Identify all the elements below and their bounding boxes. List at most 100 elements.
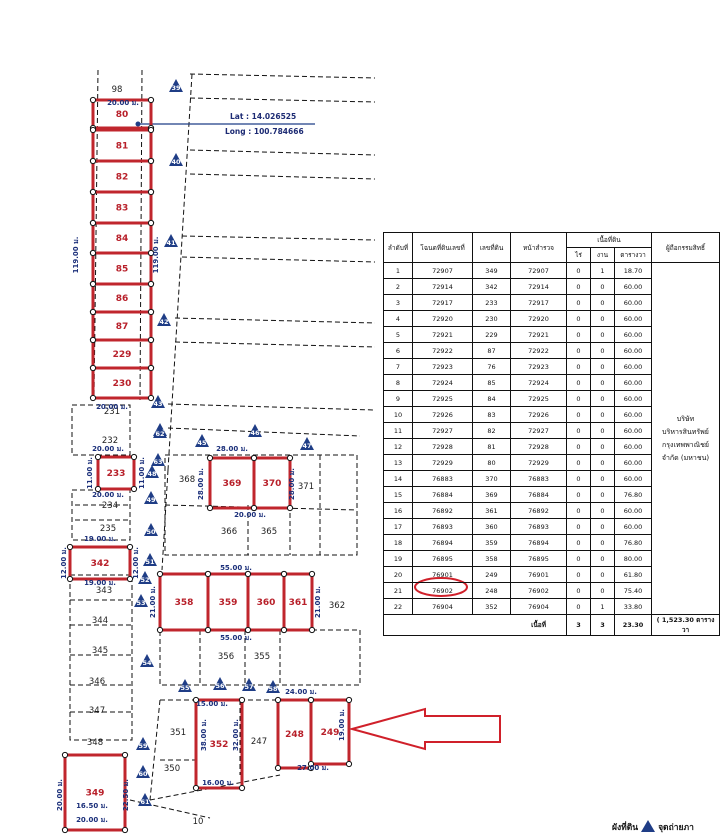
table-cell: 0 — [590, 486, 615, 503]
plot-corner-node — [250, 504, 258, 512]
other-plot-numbers: 9823123223423534334434534634734836837136… — [87, 85, 345, 827]
table-cell: 72926 — [412, 406, 473, 423]
table-cell: 75.40 — [614, 582, 652, 599]
plot-corner-node — [308, 626, 316, 634]
survey-markers: 3940414243444546474849505152535455565758… — [134, 79, 314, 806]
table-cell: 76883 — [510, 470, 567, 487]
plot-corner-node — [204, 626, 212, 634]
plot-number: 249 — [321, 728, 340, 738]
plot-corner-node — [345, 696, 353, 704]
dimension-label: 119.00 ม. — [152, 237, 160, 274]
plot-corner-node — [206, 504, 214, 512]
plot-number: 342 — [91, 559, 110, 569]
survey-marker-40: 40 — [169, 153, 183, 166]
header-no: ลำดับที่ — [383, 232, 413, 263]
marker-number: 40 — [171, 158, 181, 166]
table-cell: 76894 — [510, 534, 567, 551]
table-cell: 76895 — [412, 550, 473, 567]
table-cell: 229 — [472, 326, 511, 343]
plot-corner-node — [89, 157, 97, 165]
plot-number-98: 98 — [112, 85, 123, 95]
marker-number: 49 — [146, 496, 156, 504]
table-cell: 0 — [566, 566, 591, 583]
plot-number: 84 — [116, 234, 129, 244]
table-cell: 76 — [472, 358, 511, 375]
dimension-label: 19.00 ม. — [84, 535, 116, 543]
table-cell: 72922 — [412, 342, 473, 359]
total-ngan: 3 — [590, 614, 615, 636]
plot-number-235: 235 — [100, 524, 116, 534]
marker-number: 45 — [197, 439, 207, 447]
survey-marker-53: 53 — [134, 594, 148, 607]
plot-corner-node — [94, 485, 102, 493]
plot-corner-node — [126, 543, 134, 551]
header-ngan: งาน — [590, 247, 615, 263]
table-cell: 0 — [590, 454, 615, 471]
plot-corner-node — [274, 764, 282, 772]
survey-marker-61: 61 — [138, 793, 152, 806]
table-cell: 1 — [383, 262, 413, 279]
plot-number: 349 — [86, 789, 105, 799]
plot-corner-node — [94, 453, 102, 461]
plot-number-356: 356 — [218, 652, 234, 662]
plot-corner-node — [89, 188, 97, 196]
plot-number-247: 247 — [251, 737, 267, 747]
survey-marker-63: 63 — [151, 453, 165, 466]
dimension-label: 27.00 ม. — [297, 764, 329, 772]
plot-342 — [68, 545, 132, 581]
table-cell: 11 — [383, 422, 413, 439]
dimension-label: 28.00 ม. — [216, 445, 248, 453]
table-cell: 72920 — [510, 310, 567, 327]
plot-233 — [96, 455, 136, 491]
marker-number: 50 — [146, 528, 156, 536]
plot-number: 229 — [113, 350, 132, 360]
survey-triangle-icon — [178, 679, 192, 692]
table-cell: 82 — [472, 422, 511, 439]
owner-line: บริหารสินทรัพย์ — [662, 427, 709, 436]
dimension-label: 32.00 ม. — [232, 719, 240, 751]
table-cell: 76883 — [412, 470, 473, 487]
dimension-label: 21.00 ม. — [314, 586, 322, 618]
table-cell: 7 — [383, 358, 413, 375]
plot-corner-node — [130, 453, 138, 461]
table-cell: 72928 — [510, 438, 567, 455]
table-cell: 72929 — [412, 454, 473, 471]
table-cell: 230 — [472, 310, 511, 327]
plot-corner-node — [66, 543, 74, 551]
survey-marker-58: 58 — [266, 680, 280, 693]
total-rai: 3 — [566, 614, 591, 636]
table-cell: 15 — [383, 486, 413, 503]
survey-triangle-icon — [138, 793, 152, 806]
survey-point-icon — [641, 820, 656, 832]
plot-number-366: 366 — [221, 527, 237, 537]
plot-corner-node — [147, 336, 155, 344]
marker-number: 56 — [215, 682, 225, 690]
table-cell: 361 — [472, 502, 511, 519]
table-cell: 0 — [566, 550, 591, 567]
plot-corner-node — [89, 280, 97, 288]
survey-marker-46: 46 — [248, 424, 262, 437]
plot-corner-node — [61, 751, 69, 759]
plot-number-232: 232 — [102, 436, 118, 446]
survey-triangle-icon — [138, 571, 152, 584]
marker-number: 48 — [147, 470, 157, 478]
table-cell: 72927 — [510, 422, 567, 439]
table-cell: 76901 — [510, 566, 567, 583]
survey-triangle-icon — [248, 424, 262, 437]
table-cell: 0 — [566, 422, 591, 439]
table-cell: 0 — [566, 454, 591, 471]
marker-number: 52 — [140, 576, 149, 584]
marker-number: 60 — [138, 770, 148, 778]
dimension-label: 24.00 ม. — [285, 688, 317, 696]
table-cell: 12 — [383, 438, 413, 455]
plot-corner-node — [280, 570, 288, 578]
table-cell: 0 — [590, 534, 615, 551]
plot-corner-node — [89, 394, 97, 402]
plot-corner-node — [89, 249, 97, 257]
